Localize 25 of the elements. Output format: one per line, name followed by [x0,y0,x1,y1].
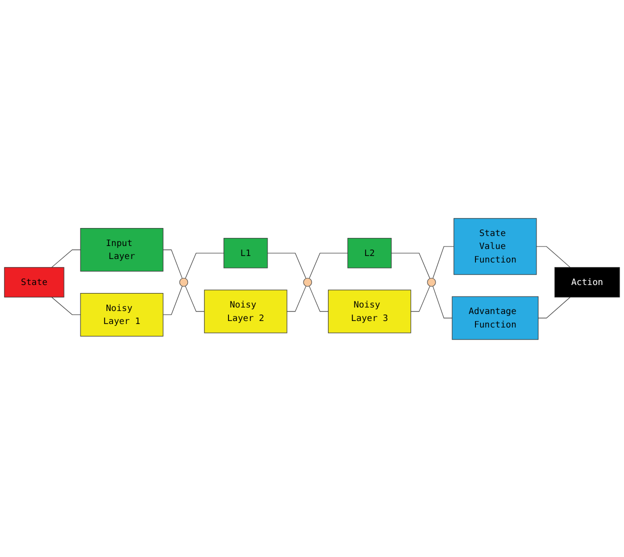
connector [308,285,329,312]
connector [432,246,454,278]
node-box: Noisy Layer 2 [204,289,288,333]
node-box: State [4,266,64,297]
node-box: Advantage Function [452,296,538,340]
node-box: L1 [224,237,268,268]
node-circle [427,277,436,286]
connector [51,296,81,315]
node-box: Noisy Layer 3 [328,289,412,333]
node-circle [179,277,188,286]
node-box: State Value Function [454,218,537,274]
node-circle [303,277,312,286]
connector [162,285,183,315]
connector [185,285,205,312]
connector [432,285,452,318]
connector [162,249,183,278]
connector [536,246,571,268]
node-box: Input Layer [80,228,164,272]
connector [538,296,571,318]
connector [286,285,306,312]
node-box: Noisy Layer 1 [80,292,164,336]
node-box: L2 [347,237,392,268]
connector [51,249,81,268]
connector [410,285,430,312]
node-box: Action [554,266,620,297]
